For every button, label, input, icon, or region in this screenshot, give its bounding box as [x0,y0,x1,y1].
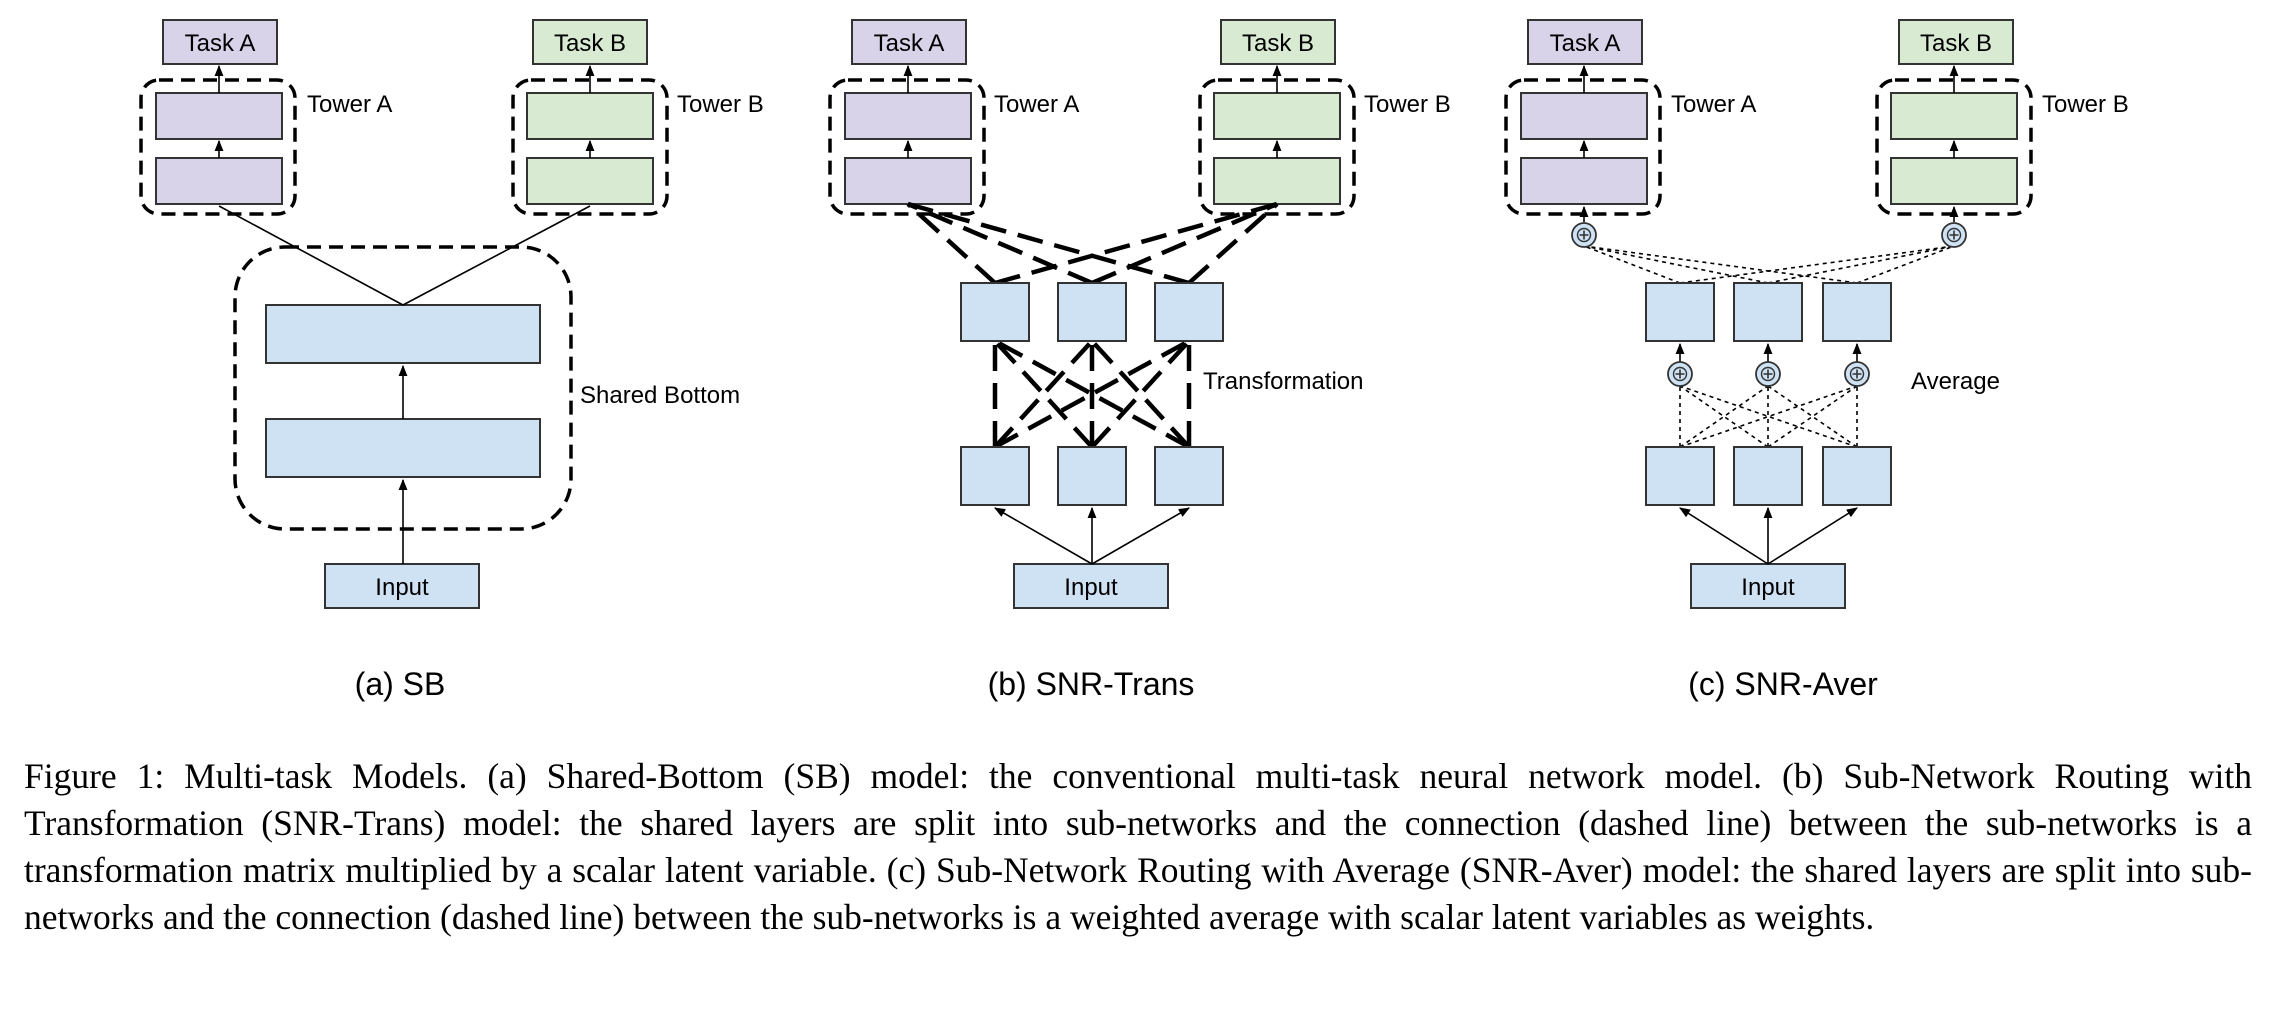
panel-c-caption: (c) SNR-Aver [1688,666,1878,702]
task-b-box [1898,19,2014,65]
upper-subnet-1 [1645,282,1715,342]
tower-a-layer-top [1520,92,1648,140]
task-a-label: Task A [185,30,256,57]
transformation-label: Transformation [1203,368,1364,395]
lower-subnet-2 [1733,446,1803,506]
input-label: Input [1741,574,1795,601]
task-b-label: Task B [1920,30,1992,57]
tower-a-label: Tower A [307,91,392,118]
tower-b-group [1198,78,1356,216]
task-b-box [532,19,648,65]
panel-b-caption: (b) SNR-Trans [988,666,1195,702]
shared-bottom-label: Shared Bottom [580,382,740,409]
tower-a-sum-node [1571,222,1597,248]
input-arrows [994,506,1190,565]
input-box [1013,563,1169,609]
panel-a-sb: Task A Task B Tower A Tower B Shared Bot… [139,19,764,702]
average-connections [1679,385,1858,448]
transformation-connections [992,339,1192,449]
input-arrows [1679,506,1858,565]
tower-b-layer-top [1890,92,2018,140]
task-a-label: Task A [874,30,945,57]
input-label: Input [1064,574,1118,601]
panel-c-snr-aver: Task A Task B Tower A Tower B [1504,19,2129,702]
lower-subnet-2 [1057,446,1127,506]
multi-task-models-figure: Task A Task B Tower A Tower B Shared Bot… [139,19,2129,702]
tower-b-layer-top [526,92,654,140]
tower-a-label: Tower A [1671,91,1756,118]
figure-caption: Figure 1: Multi-task Models. (a) Shared-… [24,756,2252,937]
upper-subnet-3 [1822,282,1892,342]
tower-b-layer-top [1213,92,1341,140]
tower-a-group [139,78,297,216]
tower-b-label: Tower B [1364,91,1451,118]
lower-subnet-1 [960,446,1030,506]
tower-b-layer-bottom [1213,157,1341,205]
shared-to-tower-a-line [218,205,404,306]
average-label: Average [1911,368,2000,395]
tower-b-layer-bottom [1890,157,2018,205]
upper-to-tower-average-connections [1583,245,1955,284]
upper-subnet-3 [1154,282,1224,342]
sum-node-2 [1755,361,1781,387]
tower-b-layer-bottom [526,157,654,205]
tower-a-layer-bottom [155,157,283,205]
shared-to-tower-b-line [402,205,591,306]
upper-subnet-2 [1057,282,1127,342]
task-a-box [1527,19,1643,65]
shared-layer-bottom [265,418,541,478]
upper-subnet-2 [1733,282,1803,342]
shared-layer-top [265,304,541,364]
panel-a-caption: (a) SB [355,666,446,702]
task-b-label: Task B [1242,30,1314,57]
task-b-box [1220,19,1336,65]
input-label: Input [375,574,429,601]
input-box [324,563,480,609]
task-a-box [162,19,278,65]
tower-b-sum-node [1941,222,1967,248]
input-box [1690,563,1846,609]
task-a-box [851,19,967,65]
upper-to-tower-connections [906,201,1279,286]
tower-a-group [828,78,986,216]
tower-a-layer-bottom [844,157,972,205]
tower-a-layer-top [155,92,283,140]
tower-b-label: Tower B [2042,91,2129,118]
sum-node-3 [1844,361,1870,387]
task-a-label: Task A [1550,30,1621,57]
task-b-label: Task B [554,30,626,57]
panel-b-snr-trans: Task A Task B Tower A Tower B [828,19,1451,702]
tower-a-layer-bottom [1520,157,1648,205]
tower-a-layer-top [844,92,972,140]
tower-b-label: Tower B [677,91,764,118]
lower-subnet-3 [1822,446,1892,506]
tower-b-group [511,78,669,216]
lower-subnet-1 [1645,446,1715,506]
lower-subnet-3 [1154,446,1224,506]
tower-a-label: Tower A [994,91,1079,118]
sum-node-1 [1667,361,1693,387]
upper-subnet-1 [960,282,1030,342]
